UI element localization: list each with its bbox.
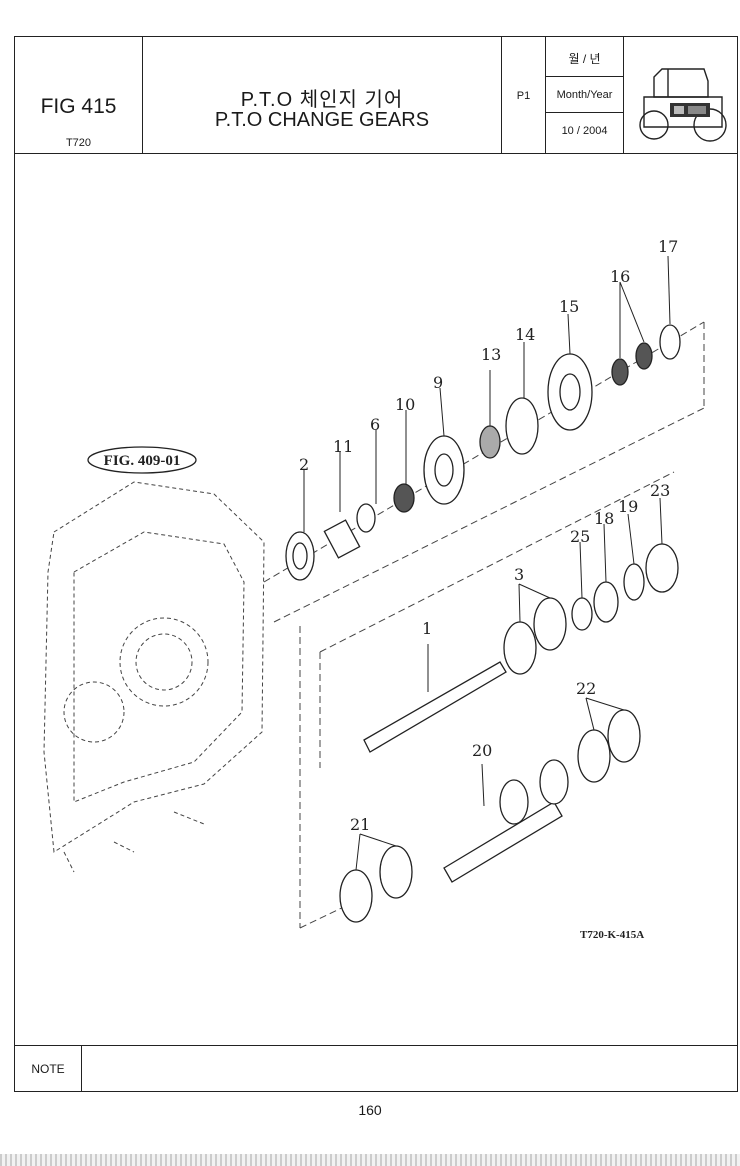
page-id: P1 (516, 90, 531, 102)
page-frame: FIG 415 T720 P.T.O 체인지 기어 P.T.O CHANGE G… (14, 36, 738, 1092)
note-row: NOTE (15, 1045, 737, 1092)
date-cell: 월 / 년 Month/Year 10 / 2004 (546, 37, 624, 153)
gear-train (285, 324, 681, 923)
fig-number: FIG 415 (40, 95, 117, 118)
callout-20: 20 (472, 741, 492, 760)
gear-20 (499, 779, 529, 825)
figure-ref-label: FIG. 409-01 (104, 453, 181, 469)
bearing-21a (339, 869, 373, 923)
bearing-21b (379, 845, 413, 899)
callout-13: 13 (481, 345, 501, 364)
page-number: 160 (358, 1102, 382, 1118)
spacer-25 (571, 597, 593, 631)
callout-2: 2 (299, 455, 309, 474)
callout-9: 9 (433, 373, 443, 392)
sleeve-11 (323, 519, 361, 559)
bearing-3b (503, 621, 537, 675)
date-label-korean: 월 / 년 (546, 41, 623, 77)
date-value: 10 / 2004 (561, 125, 608, 137)
date-label-english: Month/Year (546, 77, 623, 113)
callout-22: 22 (576, 679, 596, 698)
title-block: FIG 415 T720 P.T.O 체인지 기어 P.T.O CHANGE G… (15, 37, 737, 154)
callout-25: 25 (570, 527, 590, 546)
callout-19: 19 (618, 497, 638, 516)
callout-leaders (303, 255, 671, 871)
scan-artifact (0, 1154, 740, 1166)
shaft-1 (363, 661, 507, 753)
fig-cell: FIG 415 T720 (15, 37, 143, 153)
callout-15: 15 (559, 297, 579, 316)
callout-1: 1 (422, 619, 432, 638)
model-name: T720 (65, 137, 92, 149)
callout-10: 10 (395, 395, 415, 414)
bearing-22b (607, 709, 641, 763)
callout-17: 17 (658, 237, 678, 256)
page-id-cell: P1 (502, 37, 546, 153)
washer-17 (659, 324, 681, 360)
cover-23 (645, 543, 679, 593)
callout-labels: 2 11 6 10 9 13 14 15 16 17 23 19 18 25 3… (299, 237, 678, 834)
seal-18 (593, 581, 619, 623)
logo-cell (624, 37, 736, 153)
exploded-view-diagram: 2 11 6 10 9 13 14 15 16 17 23 19 18 25 3… (14, 152, 738, 1008)
callout-11: 11 (333, 437, 353, 456)
needle-bearing-13 (479, 425, 501, 459)
doc-reference: T720-K-415A (580, 929, 644, 941)
callout-23: 23 (650, 481, 670, 500)
title-korean: P.T.O 체인지 기어 (240, 89, 404, 111)
callout-14: 14 (515, 325, 535, 344)
title-english: P.T.O CHANGE GEARS (214, 109, 430, 131)
ring-6 (356, 503, 376, 533)
tractor-silhouette-icon (639, 68, 727, 142)
figure-reference: FIG. 409-01 (87, 446, 197, 474)
collar-14 (505, 397, 539, 455)
parts-drawing: 2 11 6 10 9 13 14 15 16 17 23 19 18 25 3… (43, 237, 705, 941)
title-cell: P.T.O 체인지 기어 P.T.O CHANGE GEARS (143, 37, 502, 153)
callout-16: 16 (610, 267, 630, 286)
bearing-16b (635, 342, 653, 370)
bearing-16a (611, 358, 629, 386)
callout-6: 6 (370, 415, 380, 434)
assembly-lines (263, 321, 705, 929)
callout-3: 3 (514, 565, 524, 584)
needle-bearing-10 (393, 483, 415, 513)
bearing-22a (577, 729, 611, 783)
snap-ring-19 (623, 563, 645, 601)
callout-18: 18 (594, 509, 614, 528)
callout-21: 21 (350, 815, 370, 834)
housing-outline (43, 481, 265, 873)
bearing-3a (533, 597, 567, 651)
note-label: NOTE (15, 1046, 82, 1092)
